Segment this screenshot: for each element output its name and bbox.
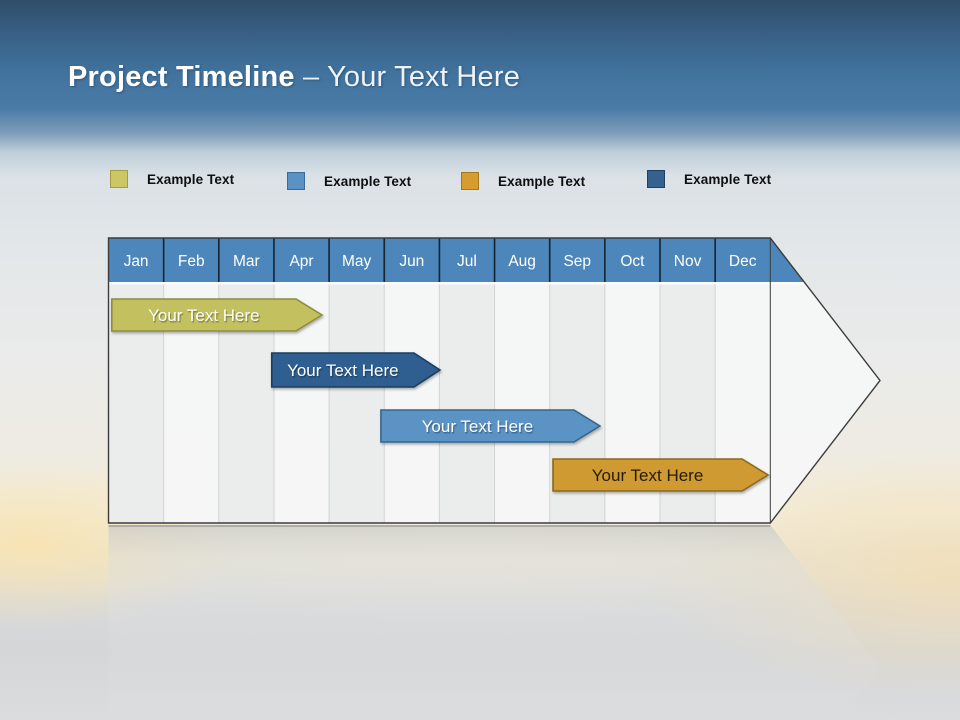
slide-title-bold: Project Timeline	[68, 61, 303, 93]
timeline-arrow-outline	[107, 237, 881, 524]
legend-label: Example Text	[324, 173, 412, 189]
slide-title: Project Timeline – Your Text Here	[68, 60, 520, 94]
bar-label: Your Text Here	[287, 361, 399, 380]
month-label[interactable]: Jul	[457, 253, 477, 270]
month-label[interactable]: Sep	[563, 253, 591, 270]
bar-label: Your Text Here	[592, 466, 704, 485]
title-banner	[0, 0, 960, 175]
legend-swatch-olive	[110, 170, 128, 188]
bar-label: Your Text Here	[148, 306, 260, 325]
legend-label: Example Text	[684, 171, 772, 187]
legend-swatch-darkblue	[647, 170, 665, 188]
legend-swatch-blue	[287, 172, 305, 190]
table-reflection	[108, 525, 880, 720]
month-label[interactable]: Jun	[399, 253, 424, 270]
month-label[interactable]: Jan	[124, 253, 149, 270]
month-label[interactable]: Feb	[178, 253, 205, 270]
legend-item[interactable]: Example Text	[287, 172, 411, 190]
month-label[interactable]: Oct	[620, 253, 645, 270]
legend-item[interactable]: Example Text	[647, 170, 771, 188]
legend-item[interactable]: Example Text	[110, 170, 234, 188]
month-label[interactable]: Apr	[289, 253, 313, 270]
month-label[interactable]: May	[342, 253, 372, 270]
legend-label: Example Text	[147, 171, 235, 187]
timeline-bar[interactable]: Your Text Here	[270, 352, 442, 388]
timeline-body: Jan Feb Mar Apr May Jun Jul Aug Sep Oct Nov Dec	[108, 238, 880, 523]
timeline-bar[interactable]: Your Text Here	[111, 298, 324, 332]
timeline-bar[interactable]: Your Text Here	[552, 458, 770, 492]
legend-item[interactable]: Example Text	[461, 172, 585, 190]
month-label[interactable]: Dec	[729, 253, 757, 270]
bar-label: Your Text Here	[422, 417, 534, 436]
timeline-bar[interactable]: Your Text Here	[380, 409, 602, 443]
slide-title-light: – Your Text Here	[302, 61, 521, 93]
month-label[interactable]: Mar	[233, 253, 260, 270]
legend-swatch-gold	[461, 172, 479, 190]
month-header: Jan Feb Mar Apr May Jun Jul Aug Sep Oct Nov Dec	[108, 238, 880, 285]
month-label[interactable]: Nov	[674, 253, 702, 270]
month-label[interactable]: Aug	[508, 253, 536, 270]
legend-label: Example Text	[498, 173, 586, 189]
